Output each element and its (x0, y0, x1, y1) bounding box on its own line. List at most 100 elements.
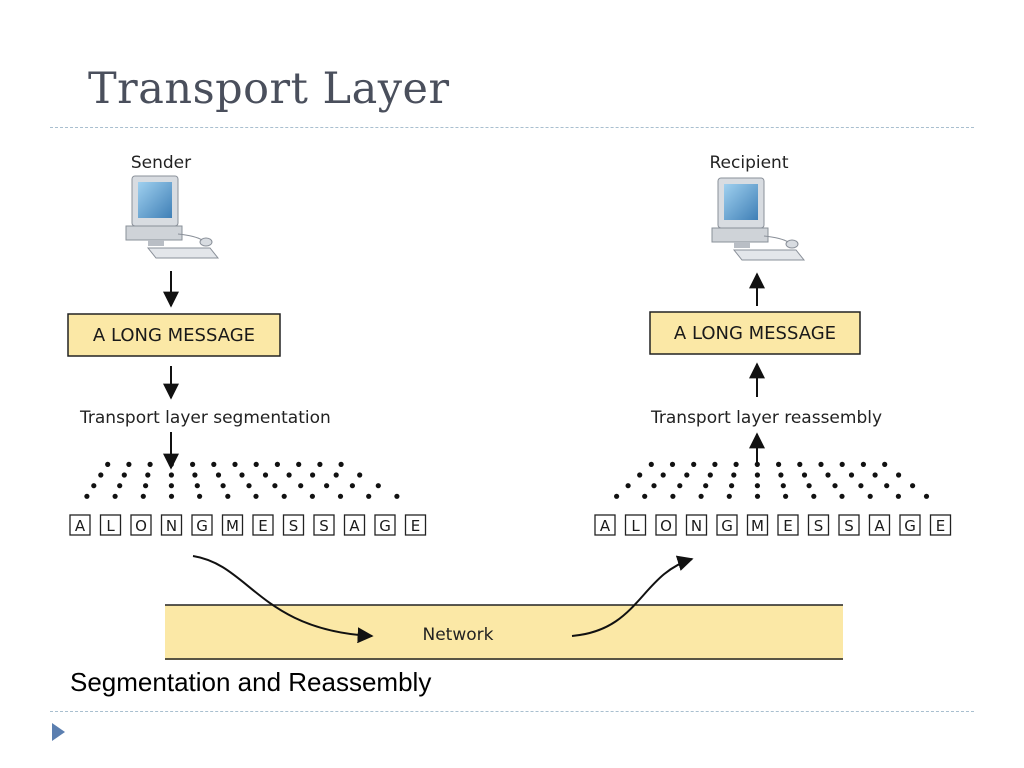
segment-dot (168, 472, 174, 478)
segment-dot (731, 472, 737, 478)
segment-dot (669, 461, 676, 467)
segment-letter: A (349, 517, 360, 535)
segment-box (313, 514, 335, 536)
segment-dot (825, 472, 831, 478)
segment-dot (839, 493, 845, 499)
segment-box (899, 514, 921, 536)
segment-dot (712, 461, 718, 467)
segment-box (130, 514, 152, 536)
recipient-segment-dots (614, 461, 930, 499)
segment-dot (858, 483, 864, 489)
segment-dot (614, 493, 620, 499)
segment-letter: E (258, 517, 267, 535)
segment-box (868, 514, 891, 536)
segment-dot (801, 472, 808, 478)
segment-box (221, 514, 244, 536)
segment-dot (253, 493, 259, 499)
segment-dot (872, 472, 878, 478)
segment-dot (298, 483, 304, 489)
sender-message-box (67, 313, 281, 357)
segment-dot (394, 493, 400, 499)
segment-letter: M (751, 517, 764, 535)
segment-dot (337, 493, 344, 499)
segment-dot (677, 483, 683, 489)
segment-dot (140, 493, 146, 499)
segment-dot (691, 461, 697, 467)
segment-dot (91, 483, 97, 489)
segment-dot (806, 483, 812, 489)
segment-letter: O (660, 517, 672, 535)
segment-box (685, 514, 708, 536)
inbound-flow-arrow (571, 555, 694, 637)
segment-letter: A (874, 517, 885, 535)
segment-dot (117, 483, 123, 489)
segment-dot (375, 483, 381, 489)
segment-box (716, 514, 738, 536)
segment-letter: G (196, 517, 208, 535)
segment-dot (651, 483, 657, 489)
segment-dot (296, 461, 302, 467)
segment-dot (126, 461, 132, 467)
segment-dot (145, 472, 151, 478)
segment-letter: E (783, 517, 792, 535)
segment-letter: O (135, 517, 147, 535)
segment-dot (281, 493, 287, 499)
segment-dot (754, 483, 761, 489)
segment-dot (754, 461, 760, 467)
segment-box (838, 514, 860, 536)
segment-dot (357, 472, 363, 478)
segment-dot (317, 461, 323, 467)
segment-box (624, 514, 647, 536)
segment-dot (197, 493, 203, 499)
segment-dot (832, 483, 838, 489)
segment-dot (84, 493, 90, 499)
segment-dot (225, 493, 231, 499)
slide-title: Transport Layer (88, 64, 450, 114)
segment-dot (867, 493, 873, 499)
sender-process-label: Transport layer segmentation (79, 408, 331, 428)
segment-dot (923, 493, 930, 499)
segment-dot (192, 472, 198, 478)
segment-dot (733, 461, 739, 467)
segment-dot (882, 461, 888, 467)
recipient-computer-icon (711, 177, 806, 261)
segment-dot (147, 461, 153, 467)
segment-letter: S (844, 517, 854, 535)
segment-box (594, 514, 616, 536)
network-label: Network (423, 625, 494, 645)
segment-dot (670, 493, 676, 499)
segment-dot (895, 493, 902, 499)
segment-box (282, 514, 305, 536)
segment-dot (778, 472, 784, 478)
segment-dot (839, 461, 845, 467)
segment-dot (366, 493, 372, 499)
segment-dot (860, 461, 867, 467)
segment-dot (703, 483, 709, 489)
segment-dot (896, 472, 902, 478)
segment-dot (910, 483, 916, 489)
segment-letter: M (226, 517, 239, 535)
segment-dot (754, 472, 761, 478)
network-band (165, 605, 843, 660)
segment-letter: S (289, 517, 299, 535)
segment-dot (253, 461, 259, 467)
segment-dot (112, 493, 118, 499)
segment-letter: E (411, 517, 420, 535)
segment-dot (272, 483, 278, 489)
sender-label: Sender (131, 153, 191, 173)
segment-letter: S (814, 517, 824, 535)
segment-dot (220, 483, 226, 489)
segment-letter: L (631, 517, 640, 535)
segment-dot (780, 483, 786, 489)
recipient-process-label: Transport layer reassembly (650, 408, 882, 428)
segment-dot (211, 461, 217, 467)
segmentation-diagram: Sender A LONG MESSAGE Transport layer se… (67, 153, 952, 660)
segment-dot (625, 483, 631, 489)
segment-dot (333, 472, 339, 478)
segment-dot (215, 472, 222, 478)
segment-dot (262, 472, 269, 478)
segment-dot (105, 461, 111, 467)
segment-dot (246, 483, 252, 489)
segment-dot (707, 472, 713, 478)
segment-box (746, 514, 769, 536)
